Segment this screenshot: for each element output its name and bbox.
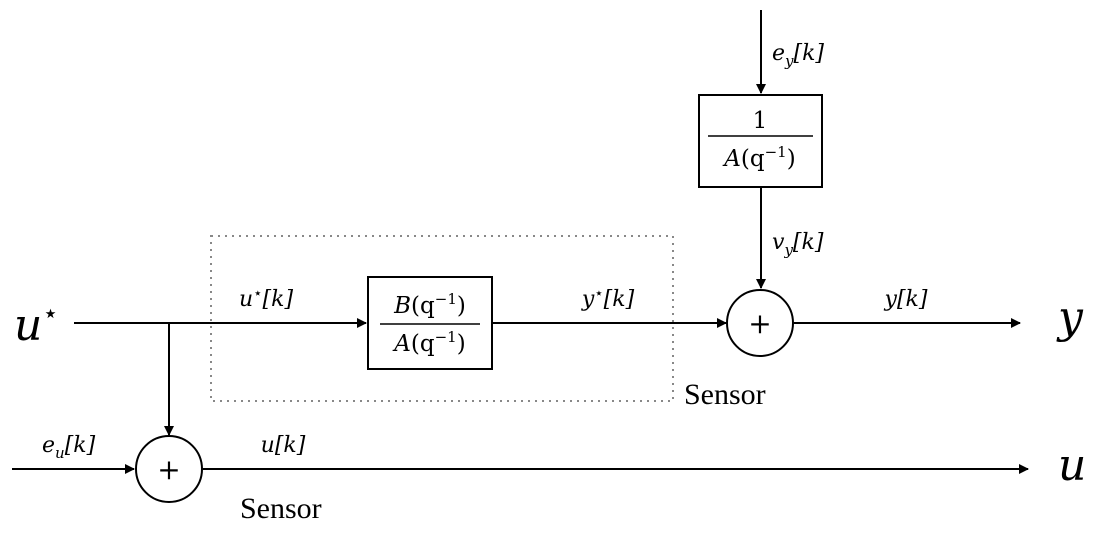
label-y-star-k: y⋆[k]	[581, 284, 635, 312]
noise-filter-block	[698, 94, 823, 188]
summing-junction-y-symbol: +	[748, 307, 771, 340]
label-e-u-k: eu[k]	[42, 433, 96, 462]
label-u-star-k: u⋆[k]	[239, 284, 293, 312]
plant-boundary	[210, 235, 674, 402]
label-v-y-k: vy[k]	[772, 230, 824, 259]
plant-denominator: A(q−1)	[392, 328, 465, 357]
plant-numerator: B(q−1)	[393, 290, 466, 319]
output-symbol-u: u	[1058, 440, 1086, 491]
plant-block	[367, 276, 493, 370]
sensor-label-u: Sensor	[240, 492, 322, 525]
summing-junction-u-symbol: +	[157, 453, 180, 486]
label-u-k: u[k]	[261, 433, 306, 458]
noise-filter-numerator: 1	[753, 108, 768, 134]
output-symbol-y: y	[1056, 292, 1084, 343]
input-symbol-u-star: u⋆	[14, 299, 59, 351]
summing-junction-u	[135, 435, 203, 503]
label-y-k: y[k]	[884, 287, 928, 312]
noise-filter-denominator: A(q−1)	[722, 143, 795, 172]
label-e-y-k: ey[k]	[772, 41, 824, 70]
summing-junction-y	[726, 289, 794, 357]
sensor-label-y: Sensor	[684, 378, 766, 411]
